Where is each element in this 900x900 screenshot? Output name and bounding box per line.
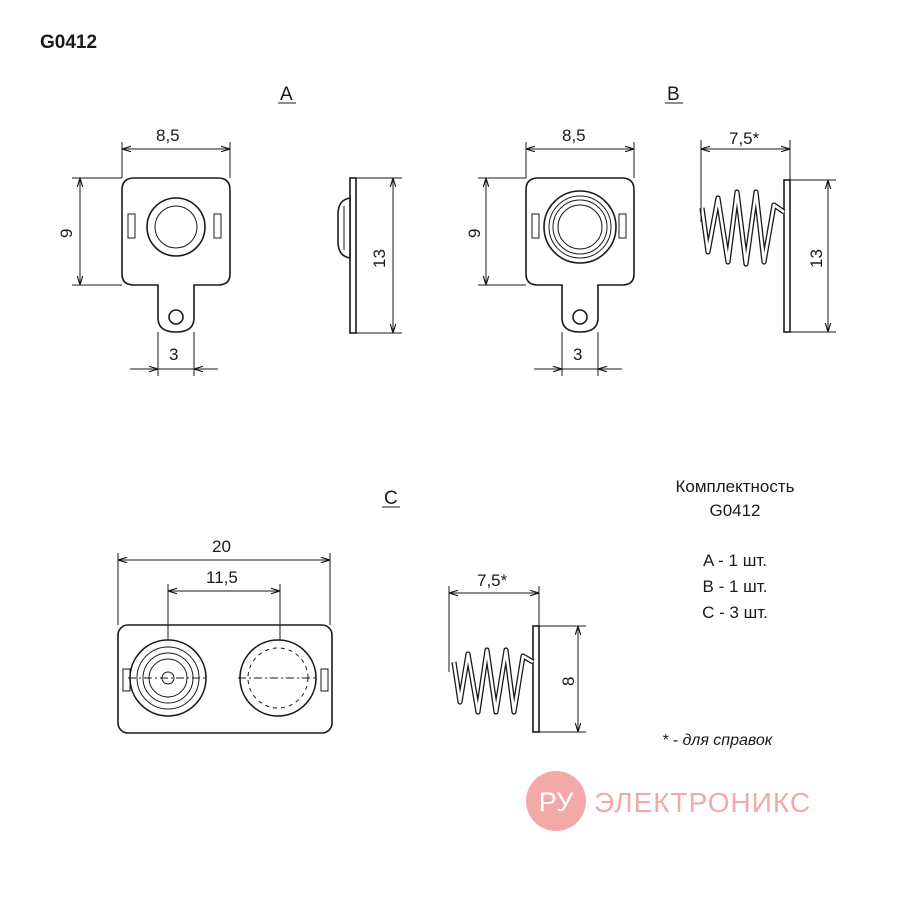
dim-c-spring-length: 7,5* xyxy=(477,571,508,590)
view-a-label: A xyxy=(280,84,293,105)
dim-c-side-height: 8 xyxy=(559,677,578,686)
dim-b-tab: 3 xyxy=(573,345,582,364)
dim-a-side-height: 13 xyxy=(370,249,389,268)
contact-a-side xyxy=(337,177,357,334)
contact-a-button xyxy=(146,197,206,257)
view-a: A 8,5 9 3 13 xyxy=(57,84,402,376)
dim-a-width: 8,5 xyxy=(156,126,180,145)
view-c-label: C xyxy=(384,488,398,509)
watermark-text: ЭЛЕКТРОНИКС xyxy=(594,787,811,818)
kit-item-b: B - 1 шт. xyxy=(702,577,768,596)
contact-b-hole xyxy=(572,309,588,325)
view-b: B 8,5 9 3 7,5* xyxy=(465,84,836,376)
kit-item-c: C - 3 шт. xyxy=(702,603,768,622)
kit-item-a: A - 1 шт. xyxy=(703,551,767,570)
reference-note: * - для справок xyxy=(662,732,773,749)
watermark-badge: РУ xyxy=(539,787,574,817)
dim-c-width: 20 xyxy=(212,537,231,556)
view-c: C 20 11,5 7,5* 8 xyxy=(117,488,586,734)
kit-title: Комплектность xyxy=(675,477,795,496)
dim-b-spring-length: 7,5* xyxy=(729,129,760,148)
dim-a-height: 9 xyxy=(57,229,76,238)
dim-c-pitch: 11,5 xyxy=(206,568,238,587)
contact-c-spring-side xyxy=(451,625,540,733)
watermark-badge-icon xyxy=(526,771,586,831)
dim-b-height: 9 xyxy=(465,229,484,238)
dim-b-width: 8,5 xyxy=(562,126,586,145)
kit-code: G0412 xyxy=(709,501,761,520)
view-b-label: B xyxy=(667,84,680,105)
contact-a-hole xyxy=(168,309,184,325)
drawing-code: G0412 xyxy=(40,32,98,53)
watermark: РУ ЭЛЕКТРОНИКС xyxy=(526,771,811,831)
dim-a-tab: 3 xyxy=(169,345,178,364)
contact-b-spring-base xyxy=(543,190,617,264)
contact-b-spring-side xyxy=(699,179,791,333)
dim-b-side-height: 13 xyxy=(807,249,826,268)
